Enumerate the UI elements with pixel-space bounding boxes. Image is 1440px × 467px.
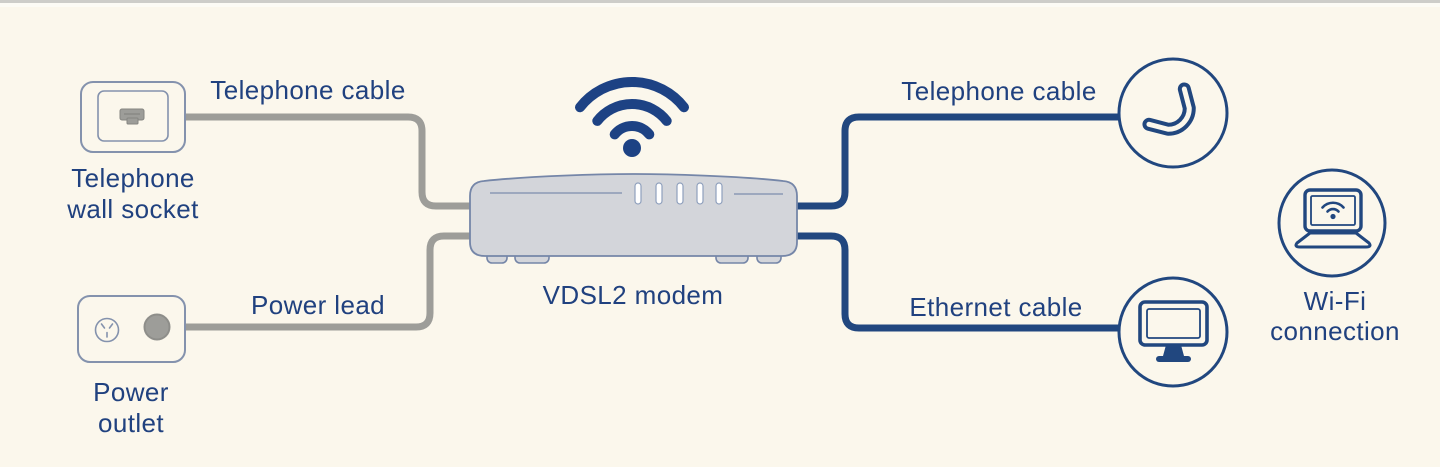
wifi-signal-icon (575, 76, 689, 157)
modem-led-lights (634, 182, 723, 205)
power-lead-line (156, 232, 476, 331)
phone-handset-icon (1117, 57, 1229, 169)
modem-label: VDSL2 modem (542, 280, 724, 310)
ethernet-cable-line (791, 232, 1125, 332)
ethernet-cable-label: Ethernet cable (909, 292, 1083, 322)
wifi-connection-label: Wi-Fi connection (1270, 286, 1400, 346)
wifi-connection-label-line2: connection (1270, 316, 1400, 346)
telephone-cable-right-line (791, 113, 1125, 210)
power-outlet-icon (77, 295, 186, 363)
telephone-cable-left-label: Telephone cable (210, 75, 406, 105)
power-lead-label: Power lead (250, 290, 386, 320)
laptop-screen-wifi-glyph (1321, 201, 1345, 220)
telephone-wall-socket-label-line2: wall socket (67, 194, 199, 224)
modem-body (469, 173, 798, 257)
telephone-wall-socket-label-line1: Telephone (71, 163, 195, 193)
power-outlet-label-line1: Power (93, 377, 169, 407)
telephone-cable-left-line (134, 113, 476, 210)
telephone-wall-socket-icon (80, 81, 186, 153)
wifi-connection-label-line1: Wi-Fi (1303, 286, 1367, 316)
top-border-highlight (0, 3, 1440, 7)
modem-icon (469, 173, 798, 264)
telephone-cable-right-label: Telephone cable (901, 76, 1097, 106)
power-outlet-label: Power outlet (93, 377, 169, 439)
cable-lines (134, 113, 1125, 332)
telephone-wall-socket-label: Telephone wall socket (67, 163, 199, 225)
top-border-bar (0, 0, 1440, 3)
phone-jack-icon (119, 108, 145, 125)
power-outlet-label-line2: outlet (97, 408, 165, 438)
power-plug-icon (143, 313, 171, 341)
laptop-wifi-icon (1277, 168, 1387, 278)
monitor-icon (1117, 276, 1229, 388)
